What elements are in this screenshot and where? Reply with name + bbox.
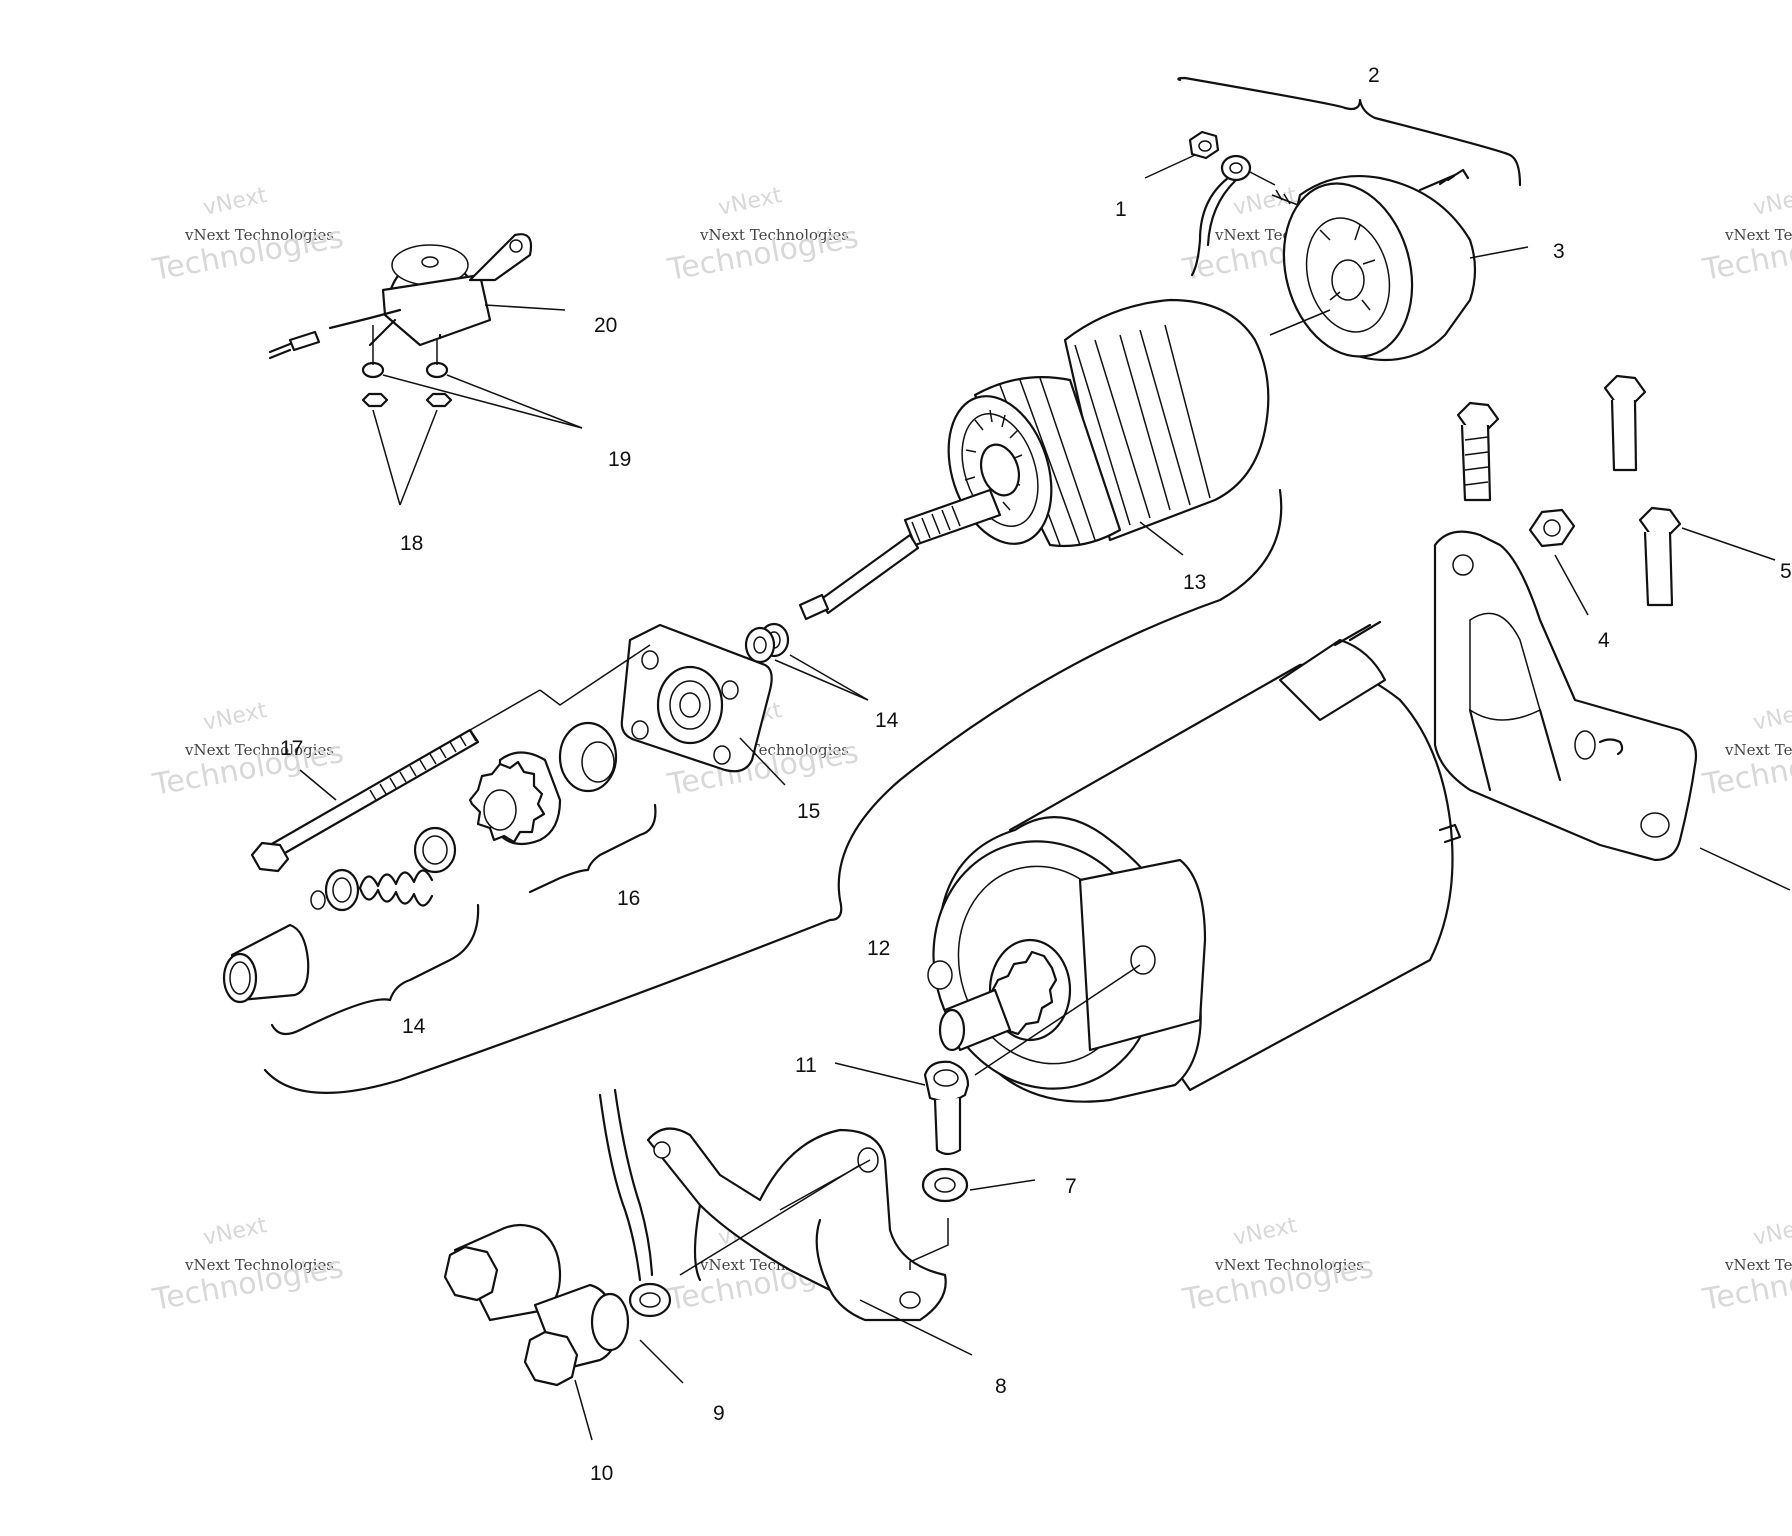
svg-text:vNext: vNext <box>201 698 269 736</box>
callout-10: 10 <box>590 1462 613 1485</box>
part-16-cup <box>558 721 618 793</box>
svg-text:vNext: vNext <box>1751 183 1792 221</box>
parts-18-19-nuts-washers <box>361 325 583 506</box>
part-14-spring-collar <box>222 826 457 1004</box>
part-11-screw <box>834 964 1141 1156</box>
callout-12: 12 <box>867 937 890 960</box>
watermark: vNext vNext Technologies Technologies <box>149 698 346 803</box>
callout-17: 17 <box>280 737 303 760</box>
callout-13: 13 <box>1183 571 1206 594</box>
callout-15: 15 <box>797 800 820 823</box>
svg-text:vNext Technologies: vNext Technologies <box>1214 1256 1364 1274</box>
callout-14-lower: 14 <box>402 1015 426 1038</box>
callout-9: 9 <box>713 1402 725 1425</box>
svg-text:vNext Technologies: vNext Technologies <box>184 1256 334 1274</box>
part-16-pinion-gear <box>468 751 562 846</box>
part-12-starter-motor <box>927 620 1462 1103</box>
svg-text:vNext: vNext <box>201 1213 269 1251</box>
brace-14-lower <box>270 903 480 1036</box>
svg-text:vNext: vNext <box>1231 1213 1299 1251</box>
leader-lines <box>299 154 1529 1356</box>
part-7-washer <box>909 1167 1036 1270</box>
svg-text:vNext Technologies: vNext Technologies <box>1724 1256 1792 1274</box>
callout-5: 5 <box>1780 560 1792 583</box>
svg-text:vNext: vNext <box>716 183 784 221</box>
part-4-bolts-and-nut <box>1456 374 1647 616</box>
callout-16: 16 <box>617 887 640 910</box>
watermark: vNext vNext Technologies Technologies <box>664 183 861 288</box>
callout-18: 18 <box>400 532 423 555</box>
callout-4: 4 <box>1598 629 1610 652</box>
watermark: vNext vNext Technologies Technologies <box>1699 1213 1792 1318</box>
brace-2 <box>1177 76 1522 187</box>
callout-7: 7 <box>1065 1175 1077 1198</box>
part-3-end-cover <box>1271 168 1477 362</box>
part-8-lower-bracket <box>598 1088 947 1322</box>
part-9-10-bolts <box>443 1223 684 1441</box>
brace-12 <box>263 488 1283 1094</box>
watermark: vNext vNext Technologies Technologies <box>149 1213 346 1318</box>
callout-14-upper: 14 <box>875 709 899 732</box>
svg-text:vNext: vNext <box>201 183 269 221</box>
svg-text:vNext Technologies: vNext Technologies <box>1724 741 1792 759</box>
brace-16 <box>528 803 657 894</box>
callout-labels: 1 2 3 4 5 7 8 9 10 11 12 13 14 14 15 16 … <box>280 64 1792 1485</box>
svg-text:vNext Technologies: vNext Technologies <box>184 741 334 759</box>
callout-1: 1 <box>1115 198 1127 221</box>
svg-text:vNext Technologies: vNext Technologies <box>1724 226 1792 244</box>
svg-text:vNext: vNext <box>1751 1213 1792 1251</box>
callout-8: 8 <box>995 1375 1007 1398</box>
part-5-bolt <box>1638 506 1776 607</box>
watermark: vNext vNext Technologies Technologies <box>1699 183 1792 288</box>
callout-19: 19 <box>608 448 631 471</box>
part-14-washers-upper <box>744 622 790 664</box>
callout-2: 2 <box>1368 64 1380 87</box>
callout-11: 11 <box>795 1054 817 1077</box>
callout-20: 20 <box>594 314 617 337</box>
svg-text:vNext Technologies: vNext Technologies <box>184 226 334 244</box>
part-6-mounting-bracket <box>1433 530 1791 891</box>
watermark: vNext vNext Technologies Technologies <box>1179 1213 1376 1318</box>
watermark: vNext vNext Technologies Technologies <box>149 183 346 288</box>
svg-text:vNext: vNext <box>1751 698 1792 736</box>
svg-text:vNext Technologies: vNext Technologies <box>699 226 849 244</box>
part-17-through-bolt <box>250 644 651 873</box>
watermark: vNext vNext Technologies Technologies <box>1699 698 1792 803</box>
part-1-nut-terminal <box>1188 130 1276 277</box>
part-20-solenoid <box>268 233 566 360</box>
callout-3: 3 <box>1553 240 1565 263</box>
part-13-armature <box>798 298 1270 621</box>
part-15-front-bracket <box>620 623 773 773</box>
